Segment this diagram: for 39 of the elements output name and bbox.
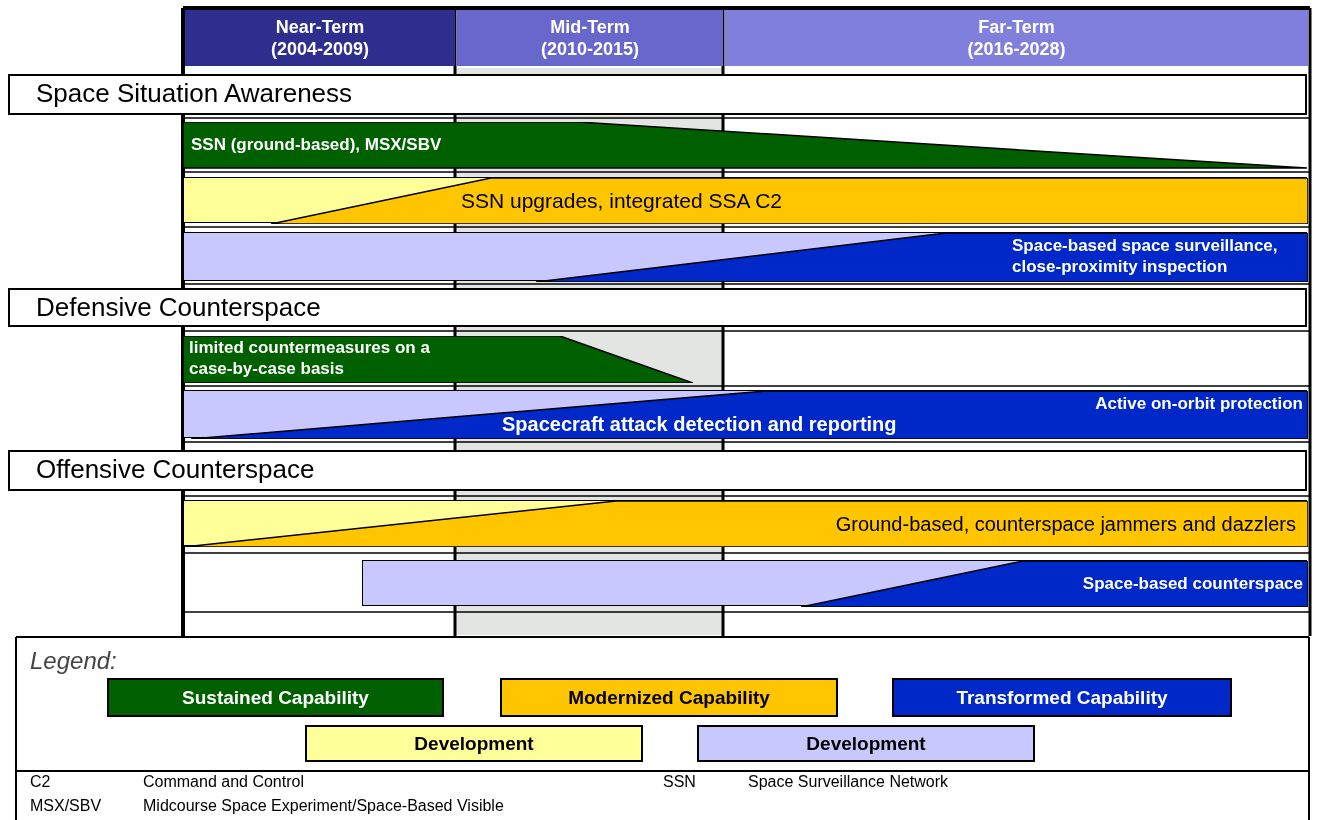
abbreviation: C2 xyxy=(30,773,51,791)
abbreviation: SSN xyxy=(663,773,696,791)
bar-label: SSN upgrades, integrated SSA C2 xyxy=(461,188,783,213)
capability-bar xyxy=(183,177,1307,223)
period-header xyxy=(725,10,1308,66)
legend-swatch: Modernized Capability xyxy=(500,678,838,717)
period-label: Far-Term (2016-2028) xyxy=(966,16,1067,60)
period-header xyxy=(457,10,723,66)
legend-swatch: Development xyxy=(697,725,1035,762)
bar-label: Active on-orbit protection xyxy=(1095,393,1303,414)
bar-label: Space-based space surveillance, close-proximity inspection xyxy=(1012,235,1279,277)
section-title: Offensive Counterspace xyxy=(36,454,315,484)
section-band xyxy=(8,450,1307,491)
legend-swatch: Sustained Capability xyxy=(107,678,444,717)
legend-swatch: Development xyxy=(305,725,643,762)
abbreviation: MSX/SBV xyxy=(30,797,102,815)
capability-bar xyxy=(362,560,1307,606)
section-band xyxy=(8,288,1307,327)
abbreviation-definition: Space Surveillance Network xyxy=(748,773,949,791)
legend-swatch: Transformed Capability xyxy=(892,678,1232,717)
period-label: Mid-Term (2010-2015) xyxy=(539,16,641,60)
capability-bar xyxy=(183,500,1307,546)
capability-bar xyxy=(183,336,693,383)
legend-heading: Legend: xyxy=(30,647,117,675)
section-title: Space Situation Awareness xyxy=(36,78,353,108)
period-label: Near-Term (2004-2009) xyxy=(269,16,371,60)
capability-bar xyxy=(183,122,1307,169)
capability-bar xyxy=(183,390,1307,438)
abbreviation-definition: Command and Control xyxy=(143,773,304,791)
bar-label: Ground-based, counterspace jammers and dazzlers xyxy=(835,512,1296,536)
section-title: Defensive Counterspace xyxy=(36,292,321,322)
capability-bar xyxy=(183,232,1307,281)
period-header xyxy=(185,10,455,66)
section-band xyxy=(8,74,1307,115)
abbreviation-definition: Midcourse Space Experiment/Space-Based Visible xyxy=(143,797,504,815)
bar-label: limited countermeasures on a case-by-case basis xyxy=(189,337,431,379)
bar-label: Spacecraft attack detection and reporting xyxy=(502,412,897,436)
bar-label: Space-based counterspace xyxy=(1082,573,1303,594)
bar-label: SSN (ground-based), MSX/SBV xyxy=(191,134,442,155)
